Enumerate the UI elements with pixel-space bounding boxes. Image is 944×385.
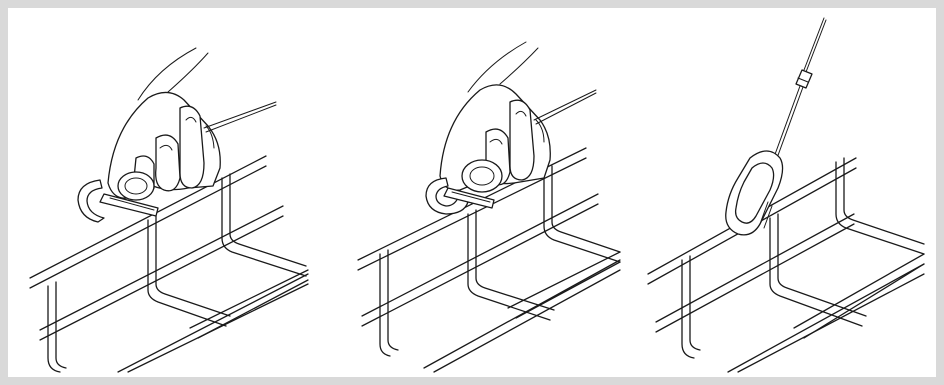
clip-installed [726,151,783,235]
hanger-wire [770,18,826,169]
step-1-illustration [8,8,318,377]
illustration-frame [8,8,936,377]
wire-lead [534,90,596,124]
wire-lead [204,102,276,132]
step-2-illustration [318,8,628,377]
step-3-illustration [628,8,936,377]
cable-tray-uprights [380,166,620,356]
